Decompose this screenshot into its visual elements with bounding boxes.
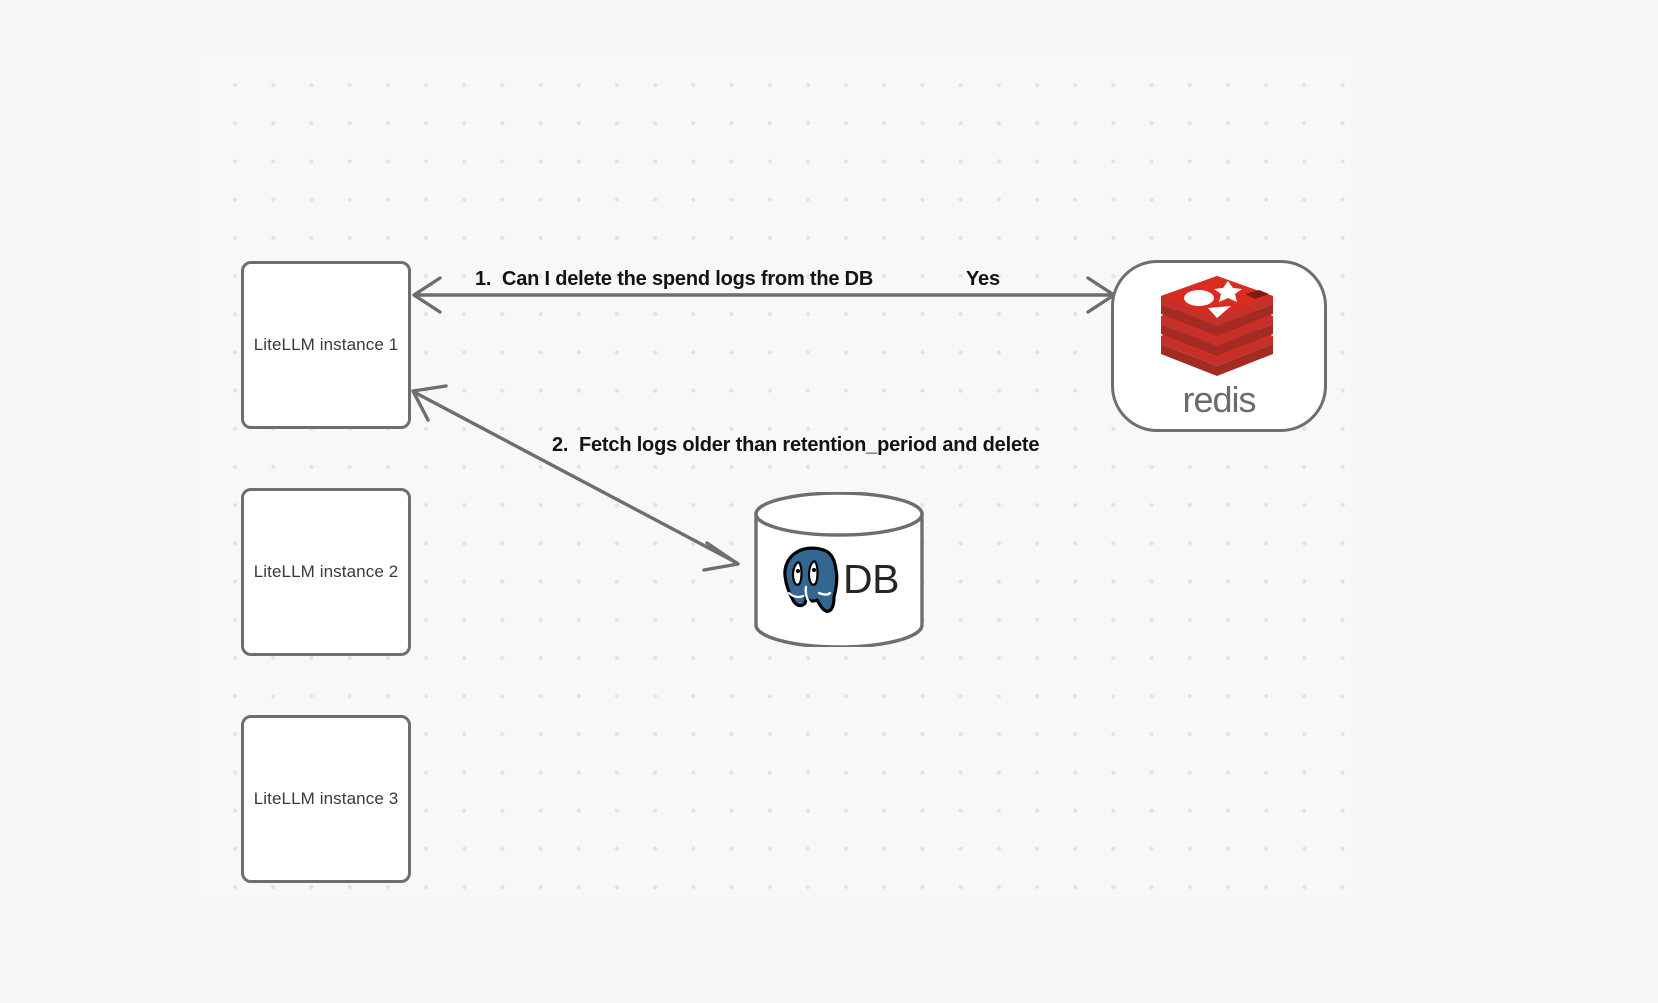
db-label: DB xyxy=(843,556,899,602)
cylinder-shape xyxy=(754,492,924,647)
edge-label-step-2: 2. Fetch logs older than retention_perio… xyxy=(552,434,1040,456)
edge-label-step-1: 1. Can I delete the spend logs from the … xyxy=(475,268,874,290)
node-database[interactable]: DB xyxy=(753,492,925,647)
node-label: LiteLLM instance 2 xyxy=(253,561,399,581)
node-litellm-instance-2[interactable]: LiteLLM instance 2 xyxy=(241,488,411,656)
postgresql-elephant-icon xyxy=(783,546,839,613)
node-label: LiteLLM instance 1 xyxy=(253,334,399,354)
node-label: LiteLLM instance 3 xyxy=(253,788,399,808)
node-litellm-instance-3[interactable]: LiteLLM instance 3 xyxy=(241,715,411,883)
node-redis[interactable]: redis xyxy=(1111,260,1327,432)
node-litellm-instance-1[interactable]: LiteLLM instance 1 xyxy=(241,261,411,429)
edge-label-step-1-reply: Yes xyxy=(966,268,1000,290)
redis-wordmark: redis xyxy=(1182,379,1256,420)
redis-logo-icon xyxy=(1161,276,1273,376)
